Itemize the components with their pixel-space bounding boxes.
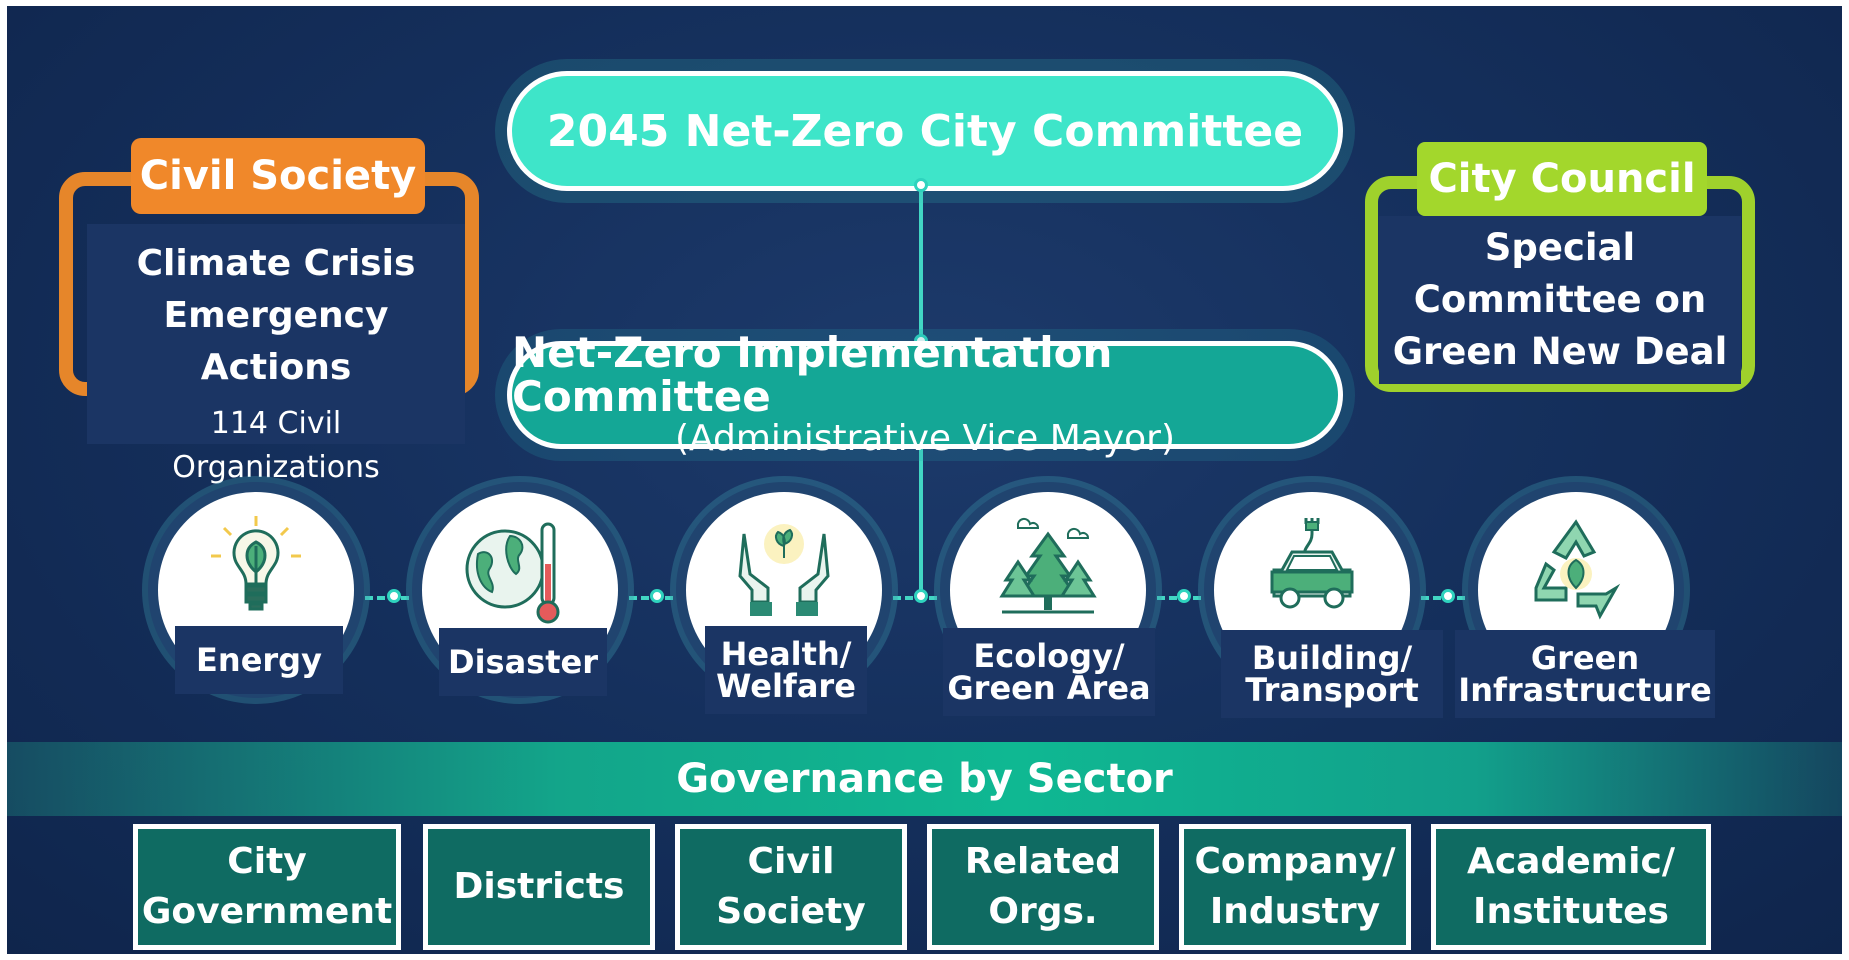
governance-title: Governance by Sector (676, 756, 1173, 802)
civil-society-tab: Civil Society (131, 138, 425, 214)
city-council-box: Special Committee on Green New Deal (1379, 216, 1741, 384)
connector-top-mid (919, 188, 923, 344)
sector-label-line2: Transport (1245, 671, 1419, 709)
sector-label: Energy (175, 626, 343, 694)
net-zero-city-committee: 2045 Net-Zero City Committee (507, 71, 1343, 191)
governance-box-line2: Society (716, 891, 866, 932)
connector-dot (914, 589, 928, 603)
connector-dot (1441, 589, 1455, 603)
civil-society-sub1: 114 Civil (210, 406, 342, 441)
sector-label-line1: Building/ (1251, 639, 1413, 677)
sector-label-line2: Infrastructure (1458, 671, 1712, 709)
city-council-line1: Special (1484, 226, 1636, 269)
forest-trees-icon (999, 517, 1097, 614)
implementation-committee-subtitle: (Administrative Vice Mayor) (674, 418, 1176, 459)
electric-car-icon (1270, 518, 1354, 609)
city-council-line3: Green New Deal (1392, 330, 1728, 373)
implementation-committee-title: Net-Zero Implementation Committee (512, 328, 1113, 421)
governance-box-line1: Academic/ (1466, 841, 1676, 882)
governance-box-line1: Related (964, 841, 1122, 882)
governance-box-line1: Civil (747, 841, 835, 882)
connector-mid-sectors (919, 446, 923, 598)
city-council-tab-label: City Council (1428, 156, 1696, 202)
civil-society-sub2: Organizations (172, 450, 380, 485)
sector-label-line1: Health/ (720, 635, 852, 673)
sector-label-line1: Green (1530, 639, 1640, 677)
governance-box-line2: Institutes (1473, 891, 1669, 932)
governance-box-line1: City (227, 841, 307, 882)
governance-box-line2: Government (141, 891, 393, 932)
recycle-leaf-icon (1534, 519, 1621, 620)
sector-label-line2: Welfare (716, 667, 856, 705)
sector-label: Ecology/ Green Area (943, 628, 1155, 716)
governance-box-text: Academic/Institutes (1467, 837, 1675, 937)
governance-box: Company/Industry (1179, 824, 1411, 950)
net-zero-city-committee-label: 2045 Net-Zero City Committee (546, 105, 1304, 157)
governance-box: Academic/Institutes (1431, 824, 1711, 950)
connector-dot (914, 178, 928, 192)
diagram-canvas: 2045 Net-Zero City Committee Net-Zero Im… (7, 6, 1842, 954)
sector-label: Green Infrastructure (1455, 630, 1715, 718)
connector-dot (1177, 589, 1191, 603)
civil-society-heading: Climate Crisis Emergency Actions (87, 238, 465, 394)
sector-label-line2: Green Area (947, 669, 1151, 707)
governance-box-line1: Company/ (1194, 841, 1396, 882)
governance-box-line2: Industry (1209, 891, 1381, 932)
civil-society-box: Climate Crisis Emergency Actions 114 Civ… (87, 224, 465, 485)
sector-label: Health/ Welfare (705, 626, 867, 714)
lightbulb-leaf-icon (211, 516, 301, 611)
sector-label-line1: Energy (196, 641, 322, 679)
connector-dot (387, 589, 401, 603)
sector-label-line1: Disaster (448, 643, 598, 681)
hands-sprout-icon (738, 524, 830, 616)
governance-band: Governance by Sector (7, 742, 1842, 816)
implementation-committee: Net-Zero Implementation Committee (Admin… (507, 331, 1343, 459)
connector-dot (650, 589, 664, 603)
civil-society-line1: Climate Crisis (136, 243, 416, 284)
governance-box-text: Company/Industry (1195, 837, 1396, 937)
city-council-line2: Committee on (1413, 278, 1707, 321)
globe-thermometer-icon (465, 522, 560, 624)
civil-society-line2: Emergency Actions (163, 295, 389, 388)
city-council-tab: City Council (1417, 142, 1707, 216)
governance-box-line2: Orgs. (988, 891, 1098, 932)
governance-box-text: Districts (453, 866, 625, 907)
sector-label: Building/ Transport (1221, 630, 1443, 718)
sector-label-line1: Ecology/ (973, 637, 1125, 675)
civil-society-tab-label: Civil Society (139, 153, 417, 199)
governance-box: Districts (423, 824, 655, 950)
civil-society-sub: 114 Civil Organizations (172, 402, 379, 490)
sector-label: Disaster (439, 628, 607, 696)
